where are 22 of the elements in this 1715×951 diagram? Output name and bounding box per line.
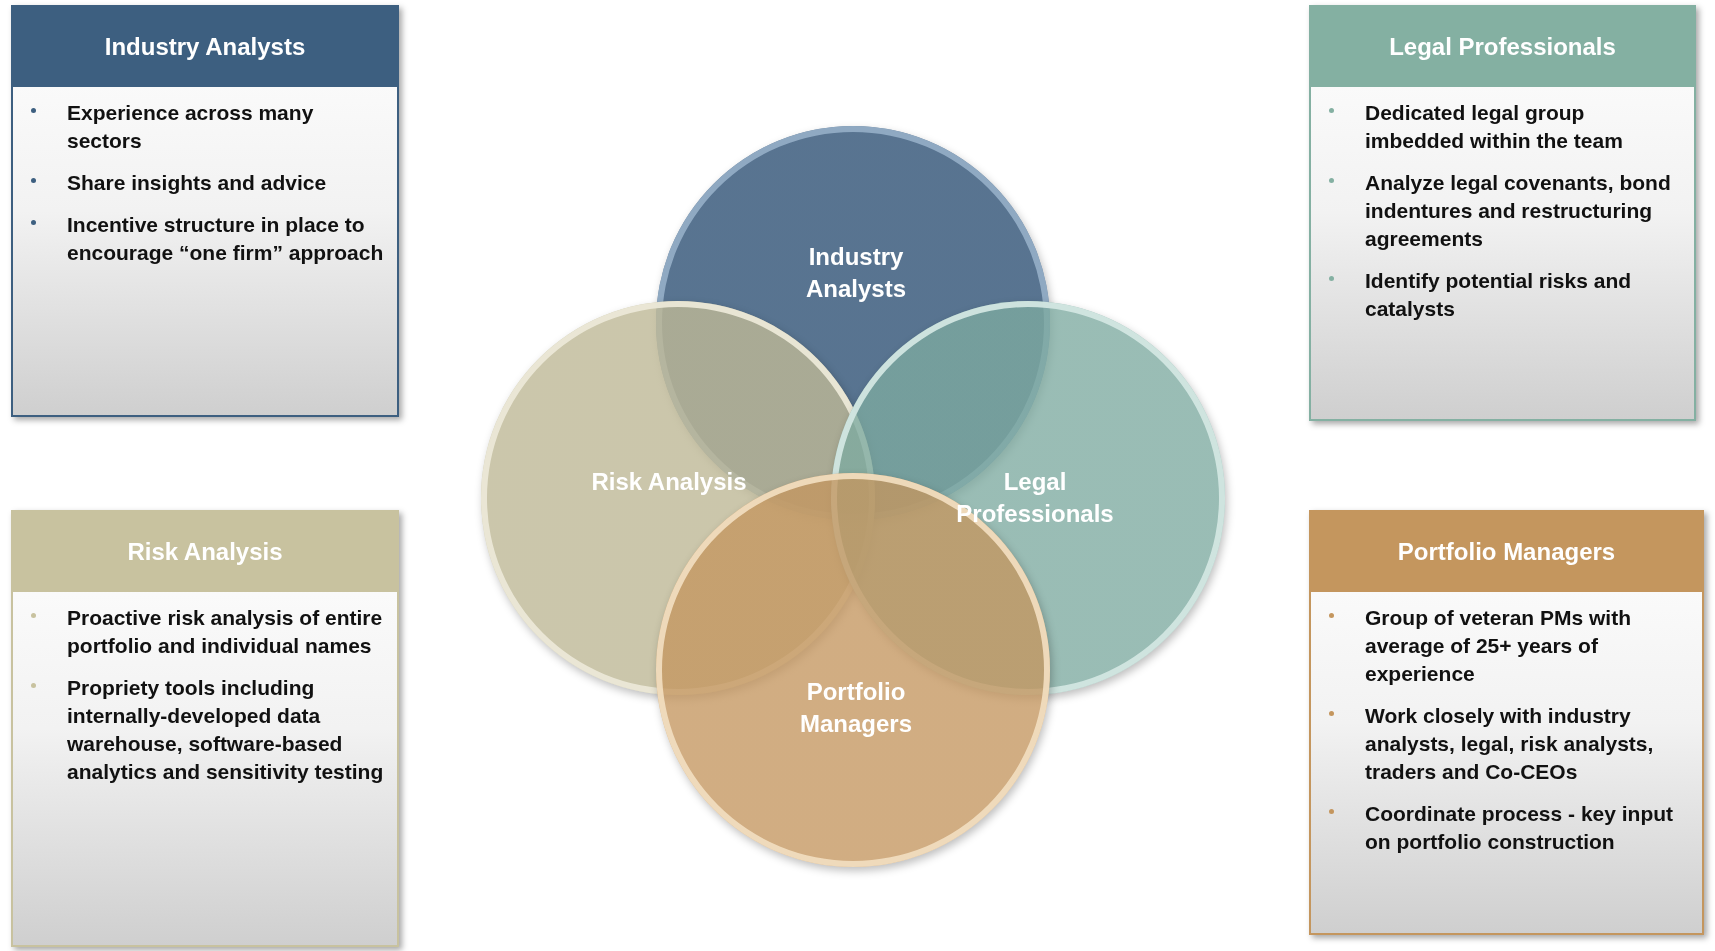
bullet-text: Dedicated legal group imbedded within the team bbox=[1365, 100, 1624, 154]
info-card bbox=[11, 510, 399, 947]
bullet-text: Work closely with industry analysts, legal, risk analysts, traders and Co-CEOs bbox=[1365, 703, 1655, 785]
card-header: Legal Professionals bbox=[1311, 7, 1694, 87]
card-header: Portfolio Managers bbox=[1311, 512, 1702, 592]
bullet-text: Experience across many sectors bbox=[67, 100, 315, 154]
circle-label: Portfolio Managers bbox=[798, 677, 913, 739]
bullet-text: Analyze legal covenants, bond indentures and restructuring agreements bbox=[1365, 170, 1672, 252]
circle-label: Industry Analysts bbox=[804, 242, 907, 304]
card-header: Industry Analysts bbox=[13, 7, 397, 87]
bullet-text: Group of veteran PMs with average of 25+ years of experience bbox=[1365, 605, 1633, 687]
bullet-text: Coordinate process - key input on portfolio construction bbox=[1365, 801, 1675, 855]
card-header: Risk Analysis bbox=[13, 512, 397, 592]
circle-label: Risk Analysis bbox=[590, 467, 748, 497]
info-card bbox=[11, 5, 399, 417]
info-card bbox=[1309, 510, 1704, 935]
bullet-text: Share insights and advice bbox=[67, 170, 327, 196]
bullet-text: Incentive structure in place to encourage “one firm” approach bbox=[67, 212, 385, 266]
info-card bbox=[1309, 5, 1696, 421]
bullet-text: Proactive risk analysis of entire portfolio and individual names bbox=[67, 605, 384, 659]
bullet-text: Identify potential risks and catalysts bbox=[1365, 268, 1633, 322]
bullet-text: Propriety tools including internally-developed data warehouse, software-based analytics and sensitivity testing bbox=[67, 675, 385, 785]
